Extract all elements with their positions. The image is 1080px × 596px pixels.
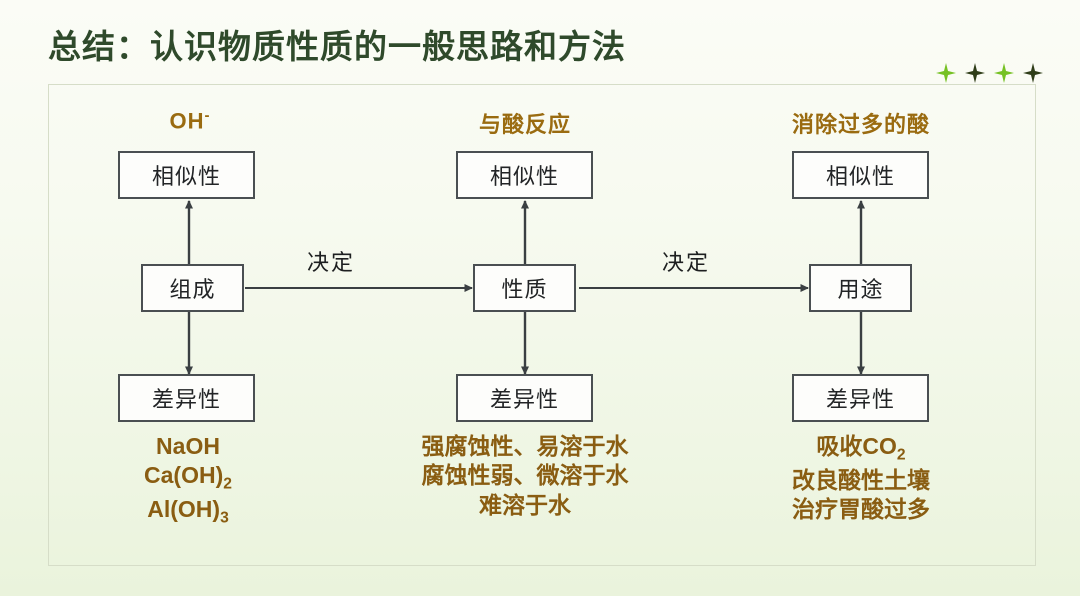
note-property-line-2: 腐蚀性弱、微溶于水 xyxy=(421,462,629,489)
column-header-property: 与酸反应 xyxy=(478,112,571,137)
node-difference-property[interactable]: 差异性 xyxy=(456,374,593,422)
note-property-line-3: 难溶于水 xyxy=(479,491,571,518)
note-usage-details: 吸收CO2 改良酸性土壤 治疗胃酸过多 xyxy=(751,432,971,524)
diagram-connectors xyxy=(185,200,865,375)
formula-naoh: NaOH xyxy=(156,433,220,459)
diamond-icon-4 xyxy=(1023,63,1043,83)
node-difference-composition[interactable]: 差异性 xyxy=(118,374,255,422)
note-usage-line-1: 吸收CO2 xyxy=(816,433,906,464)
column-header-composition: OH- xyxy=(135,107,245,134)
page-title: 总结：认识物质性质的一般思路和方法 xyxy=(48,30,626,66)
node-similarity-composition[interactable]: 相似性 xyxy=(118,151,255,199)
note-usage-line-3: 治疗胃酸过多 xyxy=(792,496,930,523)
column-header-composition-sup: - xyxy=(204,107,211,124)
edge-label-determines-2: 决定 xyxy=(662,250,711,275)
decorative-diamonds xyxy=(936,63,1043,83)
column-header-composition-text: OH xyxy=(169,108,205,134)
diamond-icon-3 xyxy=(994,63,1014,83)
node-usage[interactable]: 用途 xyxy=(809,264,912,312)
formula-aloh3: Al(OH)3 xyxy=(147,496,229,527)
content-frame: OH- 相似性 组成 差异性 NaOH Ca(OH)2 Al(OH)3 与酸反应… xyxy=(48,84,1036,566)
note-property-line-1: 强腐蚀性、易溶于水 xyxy=(421,433,629,459)
note-property-details: 强腐蚀性、易溶于水 腐蚀性弱、微溶于水 难溶于水 xyxy=(385,432,665,520)
diamond-icon-2 xyxy=(965,63,985,83)
edge-label-determines-1: 决定 xyxy=(307,250,356,275)
column-header-usage: 消除过多的酸 xyxy=(791,112,930,137)
flow-diagram: OH- 相似性 组成 差异性 NaOH Ca(OH)2 Al(OH)3 与酸反应… xyxy=(49,85,1035,565)
note-composition-examples: NaOH Ca(OH)2 Al(OH)3 xyxy=(109,432,267,529)
node-difference-usage[interactable]: 差异性 xyxy=(792,374,929,422)
note-usage-line-2: 改良酸性土壤 xyxy=(792,466,930,493)
node-property[interactable]: 性质 xyxy=(473,264,576,312)
node-composition[interactable]: 组成 xyxy=(141,264,244,312)
node-similarity-usage[interactable]: 相似性 xyxy=(792,151,929,199)
diamond-icon-1 xyxy=(936,63,956,83)
node-similarity-property[interactable]: 相似性 xyxy=(456,151,593,199)
formula-caoh2: Ca(OH)2 xyxy=(144,462,232,494)
